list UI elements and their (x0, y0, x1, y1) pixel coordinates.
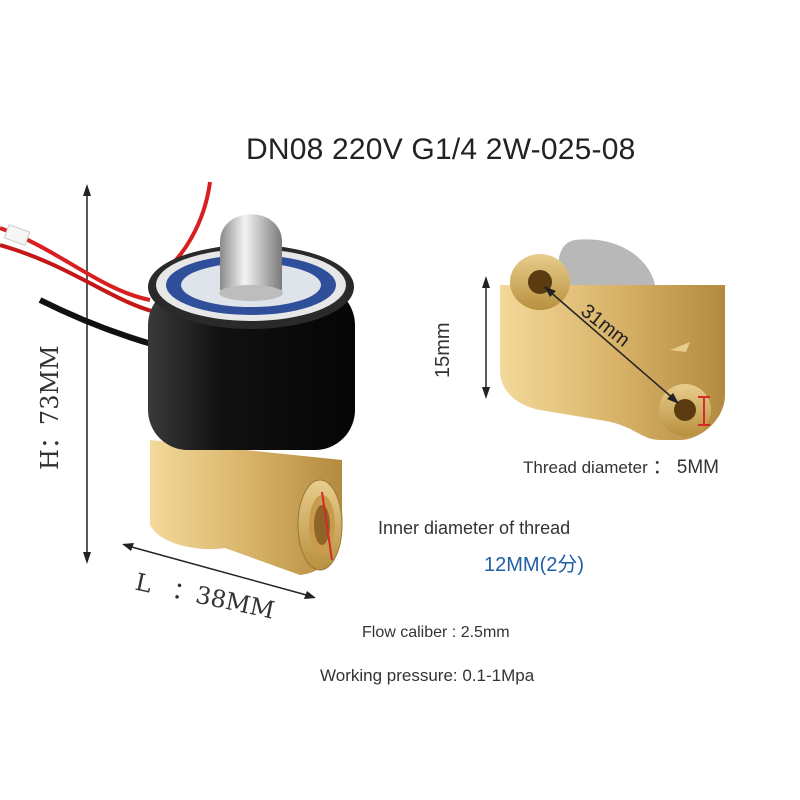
height-dimension-label: H：73MM (36, 345, 64, 470)
port-height-label: 15mm (432, 322, 454, 378)
thread-diameter-value: ： 5MM (652, 457, 719, 478)
valve-chrome-cap (219, 214, 283, 301)
inner-thread-value: 12MM(2分) (484, 554, 585, 576)
wires (0, 181, 212, 348)
brass-fitting-closeup (482, 239, 725, 440)
height-dimension-line (83, 184, 91, 564)
thread-diameter: Thread diameter ： 5MM (523, 452, 719, 479)
valve-brass-body (150, 440, 343, 575)
product-title: DN08 220V G1/4 2W-025-08 (246, 133, 636, 166)
thread-diameter-label: Thread diameter (523, 458, 648, 477)
flow-caliber: Flow caliber : 2.5mm (362, 624, 510, 641)
working-pressure: Working pressure: 0.1-1Mpa (320, 666, 535, 685)
inner-thread-label: Inner diameter of thread (378, 518, 571, 538)
length-dimension-line (122, 543, 316, 599)
